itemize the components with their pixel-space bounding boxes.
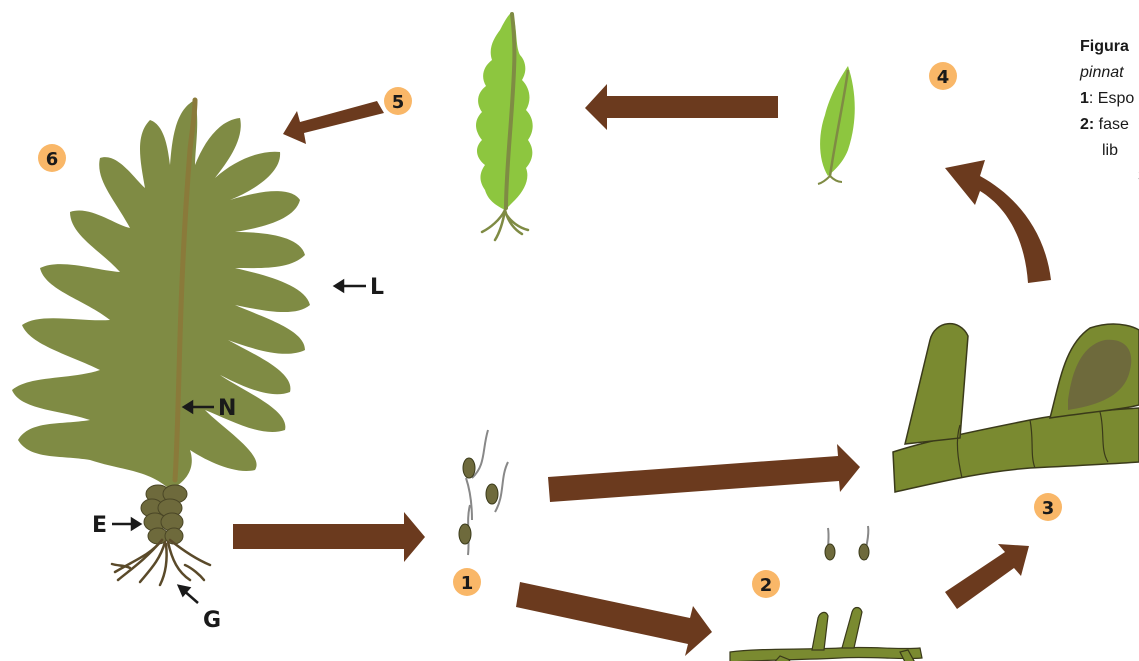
- svg-text:6: 6: [46, 149, 59, 170]
- caption-line-6: 3: [1080, 164, 1139, 190]
- arrow-2-to-3: [945, 544, 1029, 609]
- label-E: E: [92, 513, 107, 538]
- spores: [459, 430, 508, 555]
- caption-num-2: 2:: [1080, 116, 1094, 133]
- stage-badge-1: 1: [453, 568, 481, 596]
- stage-badge-4: 4: [929, 62, 957, 90]
- young-sporophyte: [818, 66, 855, 184]
- young-frond: [476, 12, 533, 240]
- stage-badge-6: 6: [38, 144, 66, 172]
- caption-line-5: lib: [1080, 138, 1139, 164]
- arrow-6-to-1: [233, 512, 425, 562]
- stage-badge-3: 3: [1034, 493, 1062, 521]
- arrow-5-to-6: [283, 101, 384, 144]
- arrow-3-to-4: [945, 160, 1051, 283]
- gametophyte-filament: [893, 324, 1139, 492]
- arrow-4-to-5: [585, 84, 778, 130]
- rhizome-scales: [141, 485, 187, 544]
- svg-text:1: 1: [461, 573, 474, 594]
- svg-text:2: 2: [760, 575, 773, 596]
- adult-frond: [12, 100, 310, 585]
- svg-text:4: 4: [937, 67, 950, 88]
- svg-text:5: 5: [392, 92, 405, 113]
- arrow-1-to-3: [548, 444, 860, 502]
- roots: [112, 540, 210, 585]
- caption-line-4: 2: fase: [1080, 112, 1139, 138]
- caption-num-1: 1: [1080, 90, 1089, 107]
- label-N: N: [218, 396, 236, 421]
- figure-caption: Figura pinnat 1: Espo 2: fase lib 3: [1080, 34, 1139, 190]
- caption-text-2: fase: [1094, 116, 1129, 133]
- label-L: L: [370, 275, 384, 300]
- svg-text:3: 3: [1042, 498, 1055, 519]
- label-G: G: [203, 608, 221, 633]
- stage-badge-5: 5: [384, 87, 412, 115]
- stage-badge-2: 2: [752, 570, 780, 598]
- caption-line-2: pinnat: [1080, 60, 1139, 86]
- caption-line-3: 1: Espo: [1080, 86, 1139, 112]
- arrow-1-to-2: [516, 582, 712, 656]
- caption-title: Figura: [1080, 34, 1139, 60]
- caption-text-1: : Espo: [1089, 90, 1134, 107]
